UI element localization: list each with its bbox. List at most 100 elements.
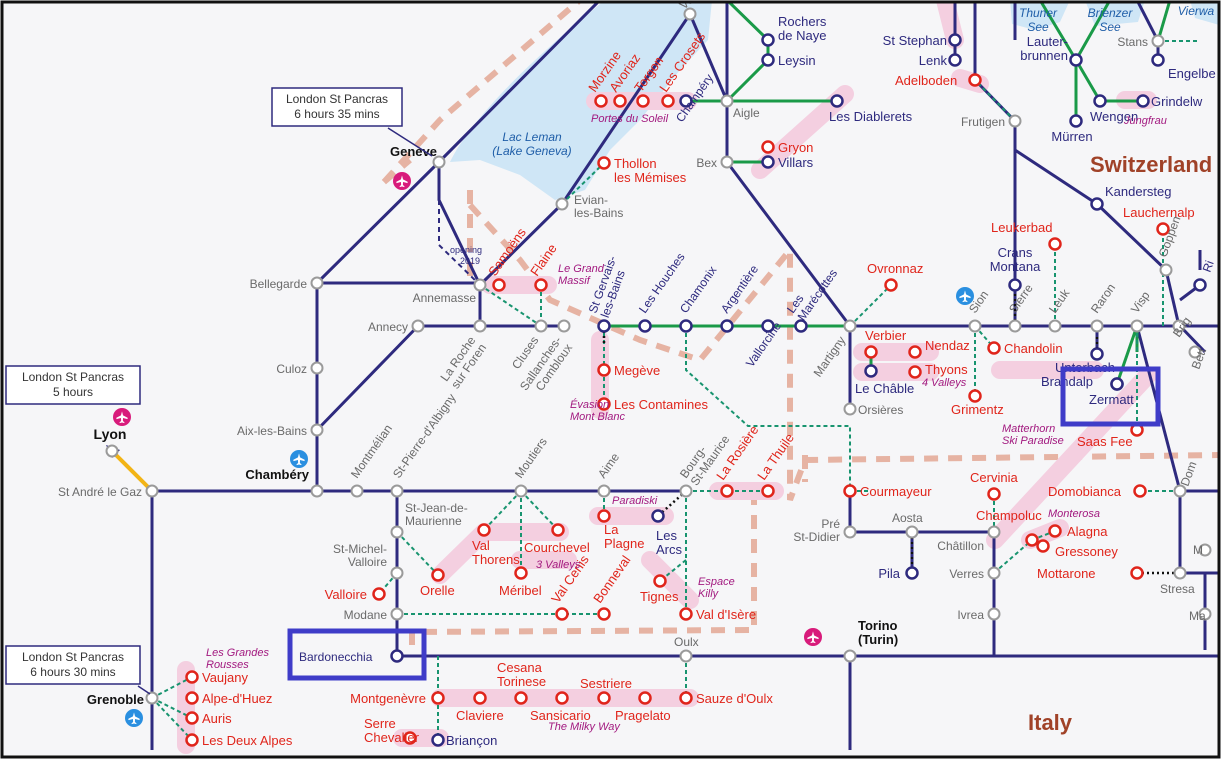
station-les-deux-alpes[interactable] [185, 733, 199, 747]
station-grenoble[interactable] [145, 691, 159, 705]
station-bonneval[interactable] [597, 607, 611, 621]
station-mottarone[interactable] [1130, 566, 1144, 580]
station-val-cenis[interactable] [555, 607, 569, 621]
station-les-crosets[interactable] [661, 94, 675, 108]
station-gressoney[interactable] [1036, 539, 1050, 553]
station-chatillon[interactable] [987, 525, 1001, 539]
station-moutiers[interactable] [514, 484, 528, 498]
station-pre-st-didier[interactable] [843, 525, 857, 539]
station-annecy[interactable] [411, 319, 425, 333]
station-chandolin[interactable] [987, 341, 1001, 355]
station-megeve[interactable] [597, 363, 611, 377]
station-ma[interactable] [1198, 607, 1212, 621]
station-geneve[interactable] [432, 155, 446, 169]
station-aosta[interactable] [905, 525, 919, 539]
station-torgon[interactable] [636, 94, 650, 108]
station-brig[interactable] [1172, 319, 1186, 333]
station-lenk[interactable] [948, 53, 962, 67]
station-evian[interactable] [555, 197, 569, 211]
station-tignes[interactable] [653, 574, 667, 588]
station-frutigen[interactable] [1008, 114, 1022, 128]
station-villars[interactable] [761, 155, 775, 169]
station-st-gervais[interactable] [597, 319, 611, 333]
station-modane[interactable] [390, 607, 404, 621]
station-m-cut[interactable] [1198, 543, 1212, 557]
station-cluses[interactable] [534, 319, 548, 333]
station-bellegarde[interactable] [310, 276, 324, 290]
station-cervinia[interactable] [987, 487, 1001, 501]
station-st-andre[interactable] [145, 484, 159, 498]
station-murren[interactable] [1069, 114, 1083, 128]
station-courmayeur[interactable] [843, 484, 857, 498]
station-domodossola[interactable] [1173, 484, 1187, 498]
station-unterbach[interactable] [1090, 347, 1104, 361]
station-verres[interactable] [987, 566, 1001, 580]
station-albigny[interactable] [390, 484, 404, 498]
station-culoz[interactable] [310, 361, 324, 375]
station-st-stephan[interactable] [948, 33, 962, 47]
station-les-marecottes[interactable] [794, 319, 808, 333]
station-la-plagne[interactable] [597, 509, 611, 523]
station-courchevel[interactable] [551, 523, 565, 537]
station-leysin[interactable] [761, 53, 775, 67]
station-avoriaz[interactable] [613, 94, 627, 108]
station-sestriere[interactable] [597, 691, 611, 705]
station-sallanches[interactable] [557, 319, 571, 333]
station-zermatt[interactable] [1110, 377, 1124, 391]
station-adelboden[interactable] [968, 73, 982, 87]
station-montmelian[interactable] [350, 484, 364, 498]
station-les-houches[interactable] [638, 319, 652, 333]
station-stans[interactable] [1151, 34, 1165, 48]
station-sierre[interactable] [1008, 319, 1022, 333]
station-visp[interactable] [1130, 319, 1144, 333]
station-sauze[interactable] [679, 691, 693, 705]
station-orsieres[interactable] [843, 402, 857, 416]
station-ivrea[interactable] [987, 607, 1001, 621]
station-leukerbad[interactable] [1048, 237, 1062, 251]
station-sion[interactable] [968, 319, 982, 333]
station-chambery[interactable] [310, 484, 324, 498]
station-torino[interactable] [843, 649, 857, 663]
station-vaujany[interactable] [185, 670, 199, 684]
station-argentiere[interactable] [720, 319, 734, 333]
station-la-roche[interactable] [473, 319, 487, 333]
station-bardonecchia[interactable] [390, 649, 404, 663]
station-goppenstein[interactable] [1159, 263, 1173, 277]
station-bourg[interactable] [679, 484, 693, 498]
station-betten[interactable] [1188, 345, 1202, 359]
station-morzine[interactable] [594, 94, 608, 108]
station-wengen[interactable] [1093, 94, 1107, 108]
station-aix[interactable] [310, 423, 324, 437]
station-briancon[interactable] [431, 733, 445, 747]
station-la-rosiere[interactable] [720, 484, 734, 498]
station-cesana[interactable] [514, 691, 528, 705]
station-crans-montana[interactable] [1008, 278, 1022, 292]
station-alagna[interactable] [1048, 524, 1062, 538]
station-lauchernalp[interactable] [1156, 222, 1170, 236]
station-oulx[interactable] [679, 649, 693, 663]
station-alpe-dhuez[interactable] [185, 691, 199, 705]
station-ovronnaz[interactable] [884, 278, 898, 292]
station-kandersteg[interactable] [1090, 197, 1104, 211]
station-montgenevre[interactable] [431, 691, 445, 705]
station-st-michel[interactable] [390, 566, 404, 580]
station-aigle[interactable] [720, 94, 734, 108]
station-claviere[interactable] [473, 691, 487, 705]
station-serre-chevalier[interactable] [403, 731, 417, 745]
station-domobianca[interactable] [1133, 484, 1147, 498]
station-champery[interactable] [679, 94, 693, 108]
station-aime[interactable] [597, 484, 611, 498]
station-sansicario[interactable] [555, 691, 569, 705]
station-engelberg[interactable] [1151, 53, 1165, 67]
station-meribel[interactable] [514, 566, 528, 580]
station-thyons[interactable] [908, 365, 922, 379]
station-vallorcine[interactable] [761, 319, 775, 333]
station-grindelwald[interactable] [1136, 94, 1150, 108]
station-valloire[interactable] [372, 587, 386, 601]
station-chamonix[interactable] [679, 319, 693, 333]
station-les-contamines[interactable] [597, 397, 611, 411]
station-val-disere[interactable] [679, 607, 693, 621]
station-martigny[interactable] [843, 319, 857, 333]
station-la-thuile[interactable] [761, 484, 775, 498]
station-grimentz[interactable] [968, 389, 982, 403]
